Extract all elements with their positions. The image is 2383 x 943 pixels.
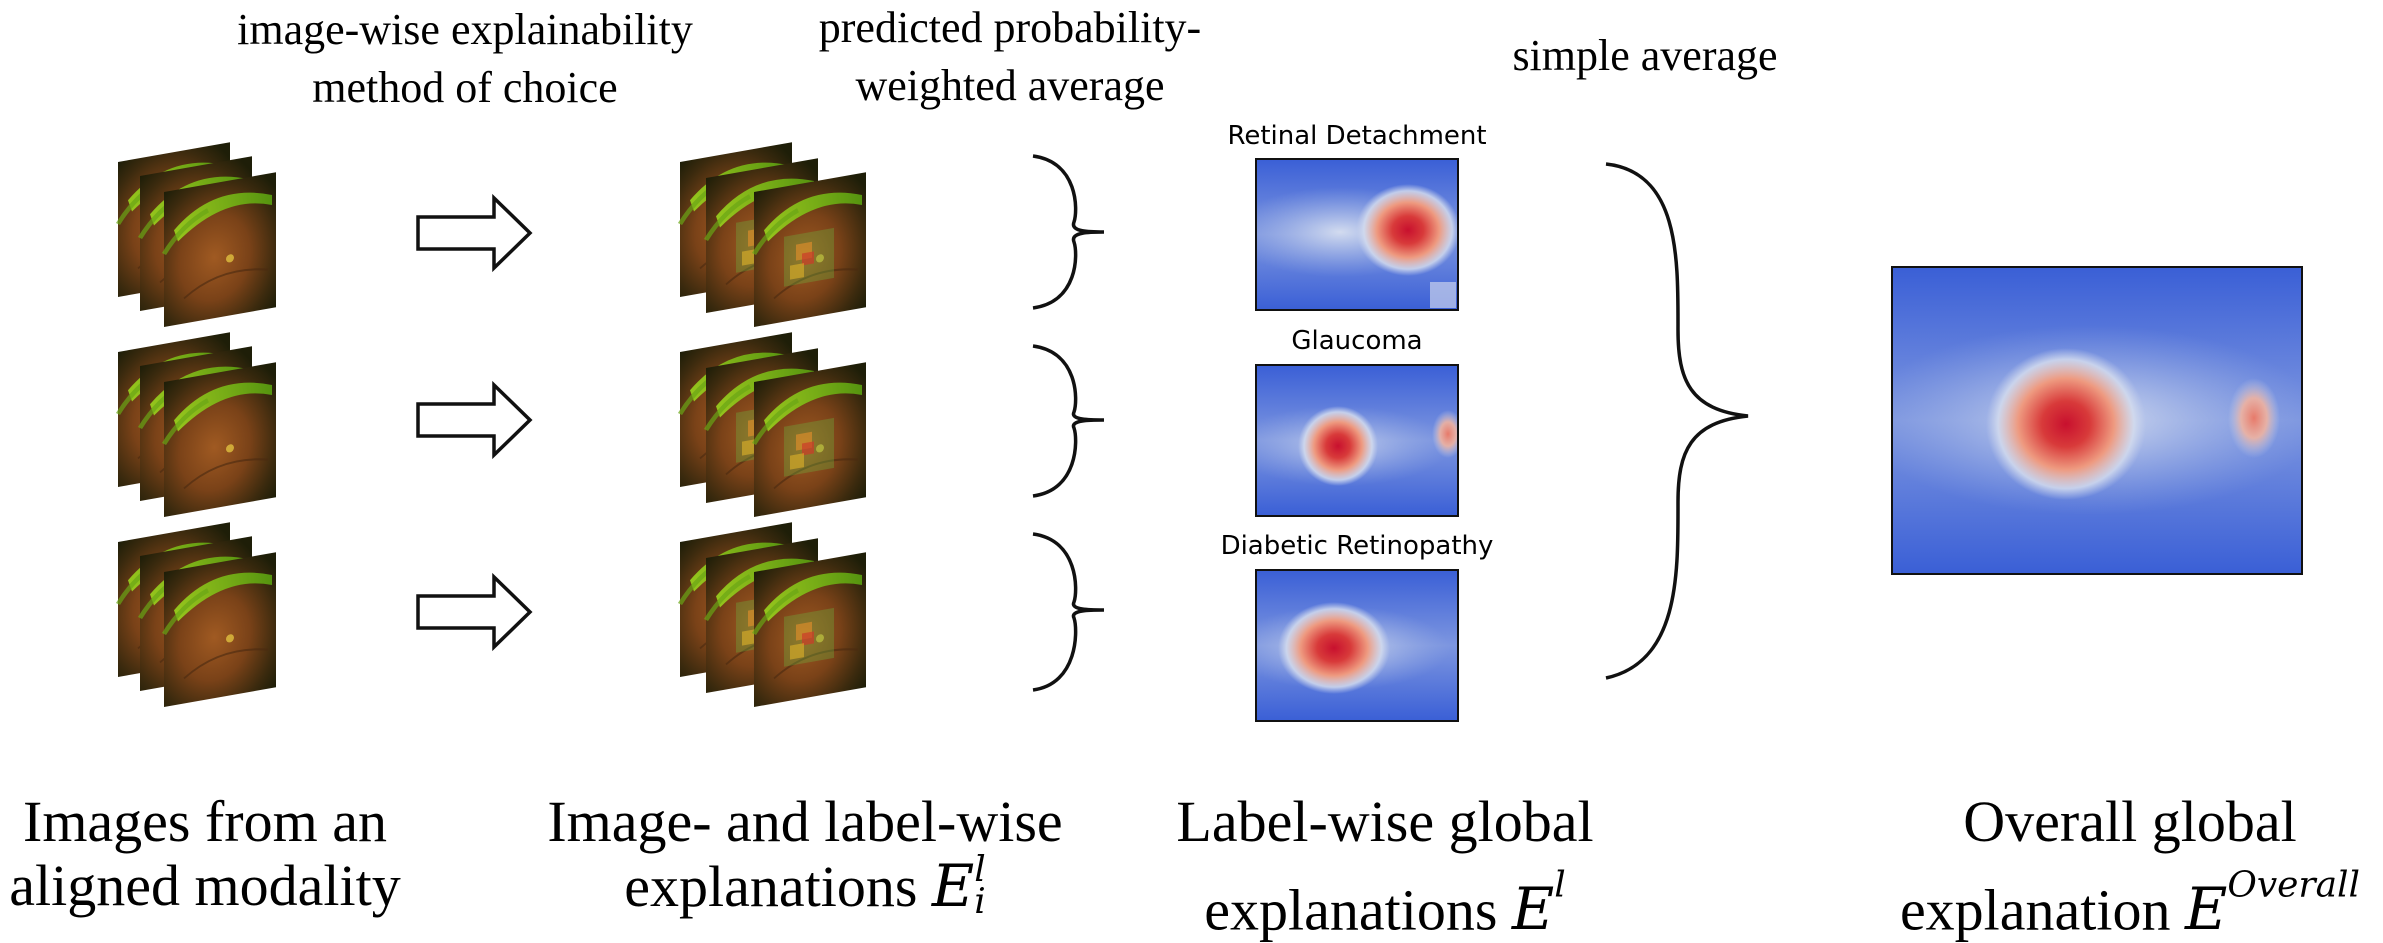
annotation-simple-average: simple average	[1512, 31, 1778, 80]
hollow-right-arrow-icon	[416, 193, 533, 273]
symbol-E-l: El	[1511, 865, 1566, 943]
hollow-right-arrow-icon	[416, 380, 533, 460]
explanation-stack-1	[680, 142, 866, 327]
heatmap-overall	[1892, 267, 2302, 574]
heatmap-title-diabetic-retinopathy: Diabetic Retinopathy	[1220, 531, 1494, 561]
annotation-weighted-average: predicted probability- weighted average	[800, 4, 1220, 110]
caption-images-line2: aligned modality	[9, 853, 401, 918]
fundus-image-stack-1	[118, 142, 276, 327]
caption-label-global-explanations: Label-wise global explanations El	[1150, 790, 1620, 942]
explanation-stack-3	[680, 522, 866, 707]
annotation-explainability-line1: image-wise explainability	[237, 5, 693, 54]
caption-overall-line1: Overall global	[1963, 789, 2297, 854]
hollow-right-arrow-icon	[416, 572, 533, 652]
large-right-curly-brace-icon	[1605, 162, 1749, 680]
caption-images: Images from an aligned modality	[0, 790, 410, 918]
annotation-weighted-line2: weighted average	[855, 61, 1165, 110]
explanation-stack-2	[680, 332, 866, 517]
caption-images-line1: Images from an	[23, 789, 387, 854]
caption-overall-explanation: Overall global explanation EOverall	[1880, 790, 2380, 942]
annotation-explainability-line2: method of choice	[312, 63, 618, 112]
heatmap-title-glaucoma: Glaucoma	[1291, 326, 1423, 356]
heatmap-title-retinal-detachment: Retinal Detachment	[1227, 121, 1487, 151]
fundus-image-stack-3	[118, 522, 276, 707]
symbol-E-overall: EOverall	[2185, 865, 2361, 943]
right-curly-brace-icon	[1032, 344, 1105, 498]
heatmap-retinal-detachment	[1256, 159, 1458, 310]
annotation-explainability-method: image-wise explainability method of choi…	[205, 6, 725, 112]
heatmap-diabetic-retinopathy	[1256, 570, 1458, 721]
right-curly-brace-icon	[1032, 532, 1105, 692]
heatmap-glaucoma	[1256, 365, 1458, 516]
right-curly-brace-icon	[1032, 154, 1105, 310]
annotation-weighted-line1: predicted probability-	[818, 3, 1202, 52]
caption-label-global-line2: explanations El	[1204, 865, 1566, 943]
fundus-image-stack-2	[118, 332, 276, 517]
caption-overall-line2: explanation EOverall	[1899, 865, 2361, 943]
caption-label-global-line1: Label-wise global	[1176, 789, 1594, 854]
caption-image-label-line1: Image- and label-wise	[547, 789, 1063, 854]
